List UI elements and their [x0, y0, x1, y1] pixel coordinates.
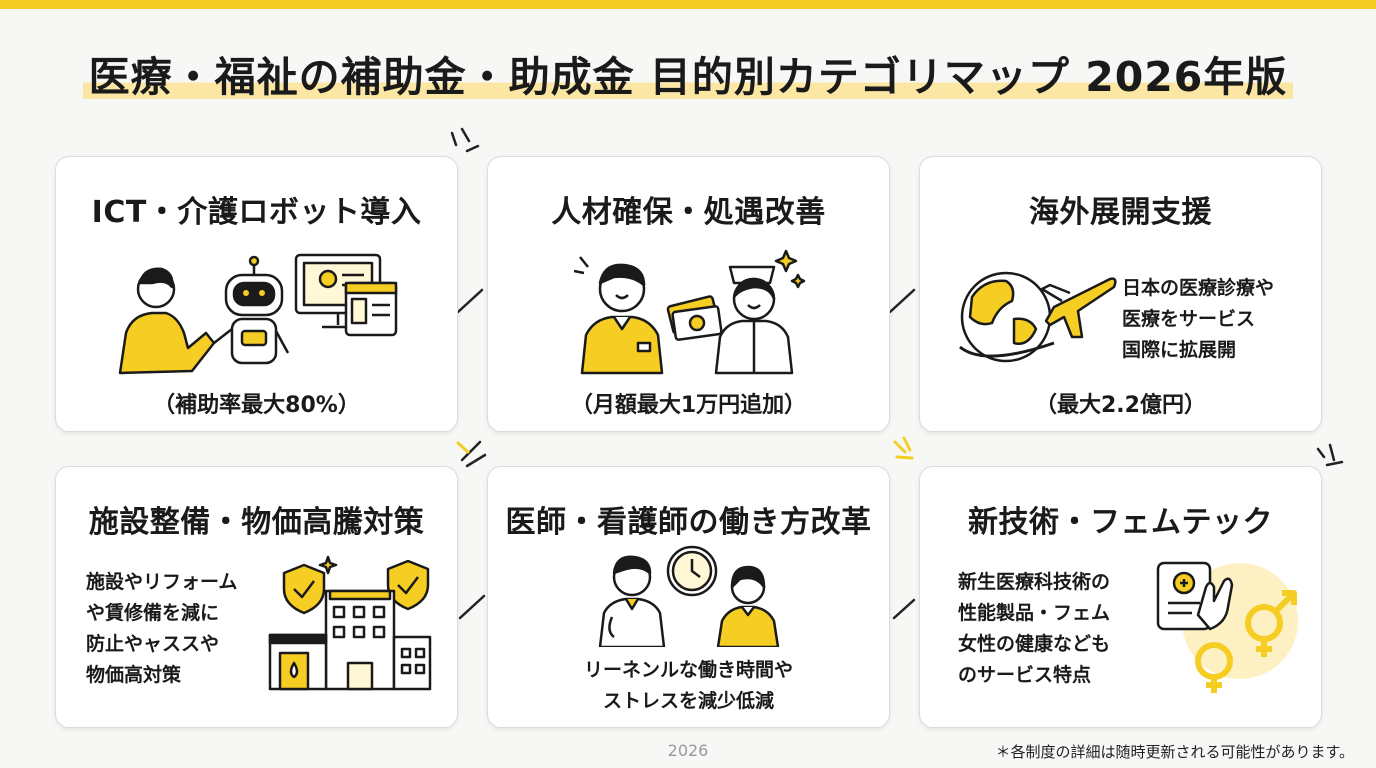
- card-note: （補助率最大80%）: [153, 393, 360, 418]
- card-work-style-reform[interactable]: 医師・看護師の働き方改革 リーネンルな働き時間や ストレスを減少低減: [487, 466, 890, 728]
- card-staff-treatment[interactable]: 人材確保・処遇改善 （月額最大1万円追加）: [487, 156, 890, 432]
- person-robot-computer-icon: [118, 253, 398, 375]
- top-accent-bar: [0, 0, 1376, 9]
- footer-note: ＊各制度の詳細は随時更新される可能性があります。: [995, 743, 1354, 761]
- card-description: 施設やリフォーム や賃修備を減に 防止やャススや 物価高対策: [86, 571, 238, 686]
- card-overseas[interactable]: 海外展開支援 日本の医療診療や 医療をサービス 国際に拡展開 （最大2.2億円）: [919, 156, 1322, 432]
- card-description: 日本の医療診療や 医療をサービス 国際に拡展開: [1122, 277, 1275, 361]
- card-title: 医師・看護師の働き方改革: [505, 505, 872, 540]
- card-title: 海外展開支援: [1029, 195, 1212, 230]
- card-note: （最大2.2億円）: [1035, 393, 1206, 418]
- card-description: 新生医療科技術の 性能製品・フェム 女性の健康なども のサービス特点: [958, 571, 1111, 686]
- card-title: 施設整備・物価高騰対策: [88, 505, 425, 540]
- card-ict-robot[interactable]: ICT・介護ロボット導入 （補助率最大80%）: [55, 156, 458, 432]
- building-shield-icon: [268, 555, 432, 691]
- doctor-nurse-clock-icon: [598, 545, 780, 647]
- card-title: ICT・介護ロボット導入: [91, 195, 422, 230]
- page-title: 医療・福祉の補助金・助成金 目的別カテゴリマップ 2026年版: [82, 52, 1294, 104]
- staff-money-icon: [574, 249, 806, 375]
- title-wrap: 医療・福祉の補助金・助成金 目的別カテゴリマップ 2026年版: [0, 52, 1376, 104]
- card-femtech[interactable]: 新技術・フェムテック 新生医療科技術の 性能製品・フェム 女性の健康なども のサ…: [919, 466, 1322, 728]
- tablet-gender-icon: [1156, 561, 1298, 693]
- globe-airplane-icon: [959, 271, 1117, 363]
- card-note: （月額最大1万円追加）: [570, 393, 807, 418]
- footer-year: 2026: [667, 741, 709, 760]
- card-title: 新技術・フェムテック: [968, 505, 1273, 540]
- card-facility-inflation[interactable]: 施設整備・物価高騰対策 施設やリフォーム や賃修備を減に 防止やャススや 物価高…: [55, 466, 458, 728]
- card-description: リーネンルな働き時間や ストレスを減少低減: [583, 659, 793, 712]
- card-title: 人材確保・処遇改善: [551, 195, 826, 230]
